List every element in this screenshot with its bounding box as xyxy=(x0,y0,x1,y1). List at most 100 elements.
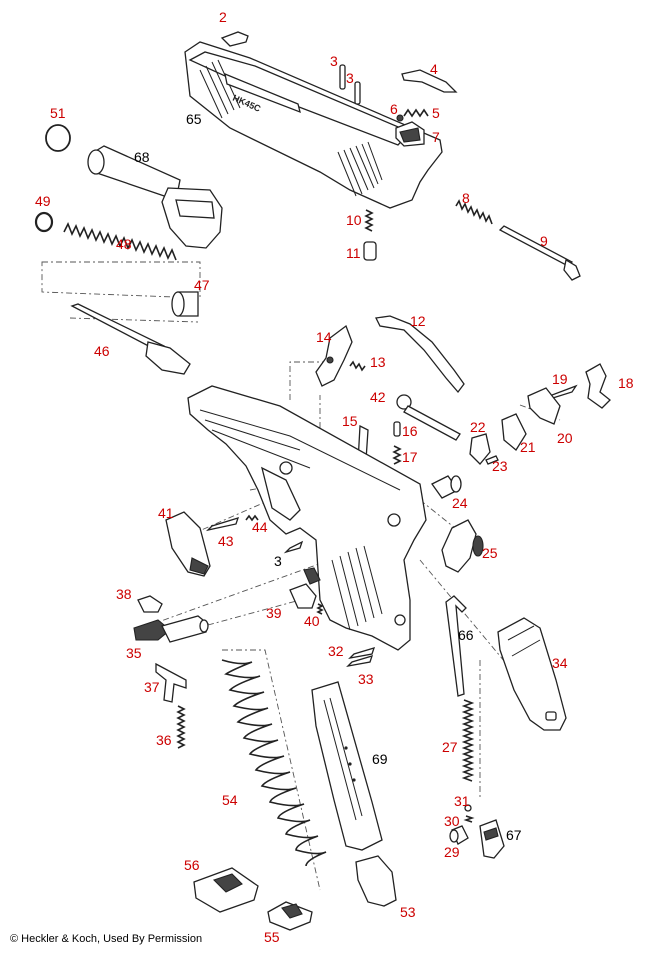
part-51-o-ring xyxy=(45,124,71,152)
part-label-17: 17 xyxy=(402,449,418,465)
part-42-ejector xyxy=(396,394,461,441)
part-label-19: 19 xyxy=(552,371,568,387)
part-label-23: 23 xyxy=(492,458,508,474)
part-label-43: 43 xyxy=(218,533,234,549)
part-14-hammer xyxy=(315,324,353,387)
part-27-spring xyxy=(461,699,475,782)
frame xyxy=(187,385,427,651)
part-32-pin xyxy=(348,647,376,660)
part-label-40: 40 xyxy=(304,613,320,629)
part-label-18: 18 xyxy=(618,375,634,391)
part-68-barrel xyxy=(87,145,223,249)
part-66-rod xyxy=(445,595,467,697)
part-34-backstrap xyxy=(497,617,567,731)
part-label-2: 2 xyxy=(219,9,227,25)
part-47-bushing xyxy=(171,291,199,317)
part-65-slide: HK45C xyxy=(184,41,443,209)
part-53-mag-base xyxy=(355,855,397,907)
part-label-44: 44 xyxy=(252,519,268,535)
part-69-magazine xyxy=(311,681,383,851)
part-3-pin-lower xyxy=(283,540,304,554)
part-label-53: 53 xyxy=(400,904,416,920)
part-4-extractor xyxy=(401,69,458,93)
part-31-ball xyxy=(464,804,472,812)
part-29-plunger xyxy=(449,825,469,845)
part-33-pin xyxy=(346,655,374,668)
part-label-39: 39 xyxy=(266,605,282,621)
part-label-38: 38 xyxy=(116,586,132,602)
part-label-33: 33 xyxy=(358,671,374,687)
part-2-rear-sight xyxy=(220,31,249,47)
part-label-7: 7 xyxy=(432,129,440,145)
part-22-block xyxy=(469,433,491,465)
part-44-spring xyxy=(245,514,259,522)
part-label-36: 36 xyxy=(156,732,172,748)
part-label-42: 42 xyxy=(370,389,386,405)
part-24-roller xyxy=(431,475,462,499)
part-label-21: 21 xyxy=(520,439,536,455)
part-16-pin xyxy=(393,421,401,437)
part-label-24: 24 xyxy=(452,495,468,511)
part-label-54: 54 xyxy=(222,792,238,808)
part-13-spring xyxy=(349,360,366,372)
part-18-lever xyxy=(585,363,611,409)
part-label-48: 48 xyxy=(116,236,132,252)
part-label-11: 11 xyxy=(346,245,361,261)
part-label-5: 5 xyxy=(432,105,440,121)
part-label-3c: 3 xyxy=(274,553,282,569)
part-25-decocker xyxy=(441,519,484,573)
part-56-floorplate xyxy=(193,867,259,913)
part-label-29: 29 xyxy=(444,844,460,860)
part-label-34: 34 xyxy=(552,655,568,671)
part-label-3b: 3 xyxy=(346,70,354,86)
part-label-66: 66 xyxy=(458,627,474,643)
part-label-13: 13 xyxy=(370,354,386,370)
part-label-67: 67 xyxy=(506,827,522,843)
part-label-51: 51 xyxy=(50,105,66,121)
part-7-sight xyxy=(395,121,425,147)
part-label-37: 37 xyxy=(144,679,160,695)
part-label-56: 56 xyxy=(184,857,200,873)
part-38-lever xyxy=(137,595,163,613)
part-3-pins xyxy=(339,64,361,105)
part-39-catch xyxy=(289,567,321,609)
part-label-3a: 3 xyxy=(330,53,338,69)
part-9-pin xyxy=(498,225,581,281)
part-8-spring xyxy=(455,199,493,225)
part-30-spring xyxy=(463,815,475,823)
part-10-11-spring-sleeve xyxy=(363,209,377,261)
assembly-guide-lines xyxy=(41,261,561,891)
part-5-6-spring-plunger xyxy=(396,108,429,122)
part-label-16: 16 xyxy=(402,423,418,439)
part-label-12: 12 xyxy=(410,313,426,329)
part-label-20: 20 xyxy=(557,430,573,446)
part-label-32: 32 xyxy=(328,643,344,659)
part-37-lever xyxy=(155,662,187,703)
part-label-68: 68 xyxy=(134,149,150,165)
part-17-spring xyxy=(392,445,402,465)
part-label-14: 14 xyxy=(316,329,332,345)
part-label-41: 41 xyxy=(158,505,174,521)
copyright-notice: © Heckler & Koch, Used By Permission xyxy=(10,933,203,945)
part-35-mag-release xyxy=(133,615,209,643)
part-label-9: 9 xyxy=(540,233,548,249)
part-label-15: 15 xyxy=(342,413,358,429)
part-label-4: 4 xyxy=(430,61,438,77)
part-48-recoil-spring xyxy=(63,222,177,261)
part-36-spring xyxy=(176,705,186,749)
part-67-block xyxy=(479,819,505,859)
part-label-10: 10 xyxy=(346,212,362,228)
part-label-8: 8 xyxy=(462,190,470,206)
part-label-49: 49 xyxy=(35,193,51,209)
part-43-pin xyxy=(205,517,240,532)
part-label-30: 30 xyxy=(444,813,460,829)
part-12-lever xyxy=(375,315,465,394)
part-54-mag-spring xyxy=(221,659,327,867)
part-41-slide-catch xyxy=(165,511,211,577)
part-20-sear xyxy=(527,387,561,425)
part-label-35: 35 xyxy=(126,645,142,661)
part-label-47: 47 xyxy=(194,277,210,293)
part-label-25: 25 xyxy=(482,545,498,561)
